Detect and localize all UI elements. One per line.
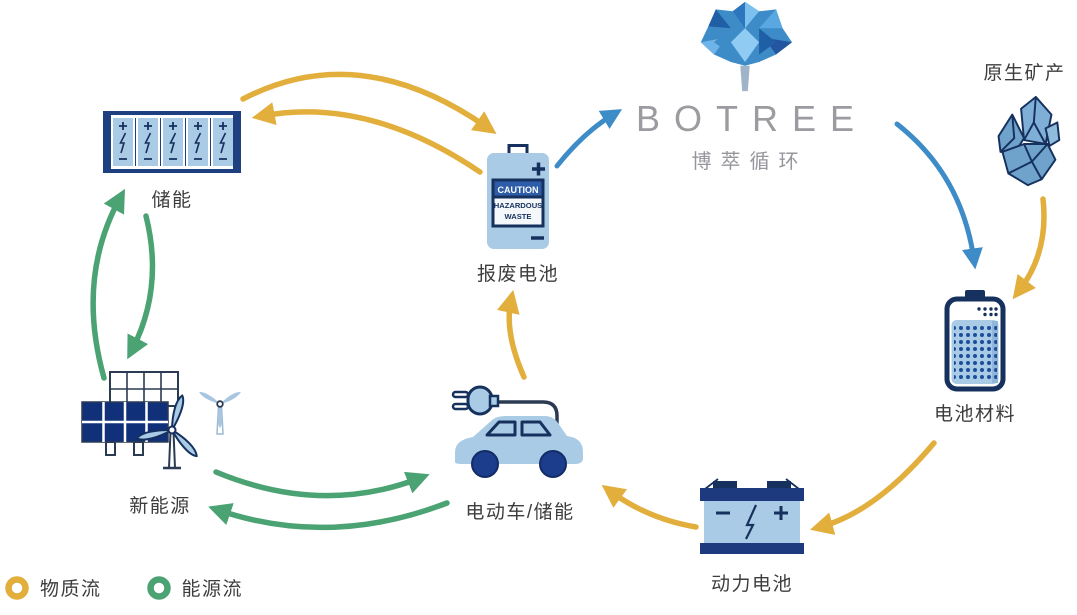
ev-car-icon — [451, 385, 583, 478]
arrow-ev-to-newenergy — [208, 500, 450, 531]
node-new-energy: 新能源 — [70, 366, 250, 518]
arrow-newenergy-to-ev — [213, 469, 430, 499]
wind-turbine-small-icon — [199, 391, 241, 435]
power-battery-icon — [700, 478, 804, 554]
energy-flow-ring-icon — [146, 575, 171, 600]
node-power-battery: 动力电池 — [692, 472, 812, 596]
legend: 物质流 能源流 — [4, 574, 243, 601]
material-flow-label: 物质流 — [40, 579, 102, 600]
arrow-scrap-to-botree — [554, 109, 623, 169]
node-raw-minerals: 原生矿产 — [972, 58, 1077, 193]
botree-subtitle-text: 博萃循环 — [691, 151, 808, 173]
scrap-battery-icon: CAUTION HAZARDOUS WASTE — [487, 144, 549, 249]
car-wheel — [539, 450, 567, 478]
node-battery-materials: 电池材料 — [915, 290, 1035, 426]
charging-cable — [495, 400, 559, 436]
energy-storage-label: 储能 — [151, 190, 193, 211]
botree-brand-text: BOTREE — [635, 98, 869, 139]
botree-tree-icon — [700, 1, 792, 92]
crystal-icon — [997, 95, 1060, 187]
energy-flow-label: 能源流 — [181, 579, 244, 600]
arrow-scrap-to-storage — [251, 102, 483, 175]
arrow-newenergy-to-storage — [90, 188, 126, 381]
arrow-botree-to-materials — [894, 121, 983, 270]
material-flow-ring-icon — [5, 575, 29, 600]
new-energy-icon — [81, 371, 241, 470]
hazardous-text: HAZARDOUS — [494, 201, 543, 210]
node-ev-storage: 电动车/储能 — [445, 376, 595, 524]
power-battery-label: 动力电池 — [710, 574, 793, 595]
scrap-battery-label: 报废电池 — [476, 264, 559, 285]
legend-material-flow: 物质流 — [4, 574, 102, 601]
wind-turbine-icon — [135, 394, 198, 470]
battery-materials-icon — [944, 290, 1006, 392]
new-energy-label: 新能源 — [129, 496, 191, 517]
node-scrap-battery: CAUTION HAZARDOUS WASTE 报废电池 — [448, 144, 588, 286]
arrow-materials-to-power — [809, 440, 937, 535]
arrow-storage-to-scrap — [240, 71, 497, 134]
arrow-storage-to-newenergy — [127, 213, 156, 360]
waste-text: WASTE — [504, 212, 531, 221]
arrow-ev-to-scrap — [497, 289, 527, 380]
node-energy-storage: 储能 — [92, 106, 252, 212]
ev-storage-label: 电动车/储能 — [465, 502, 575, 523]
battery-pack-icon — [103, 111, 241, 173]
raw-minerals-label: 原生矿产 — [983, 63, 1066, 84]
arrow-minerals-to-materials — [1012, 196, 1047, 300]
battery-materials-label: 电池材料 — [933, 404, 1016, 425]
arrow-power-to-ev — [601, 484, 699, 530]
caution-text: CAUTION — [498, 185, 539, 195]
car-wheel — [471, 450, 499, 478]
botree-logo: BOTREE 博萃循环 — [626, 0, 864, 174]
legend-energy-flow: 能源流 — [146, 574, 244, 601]
plug-icon — [451, 385, 500, 416]
solar-panel-icon — [81, 371, 179, 456]
